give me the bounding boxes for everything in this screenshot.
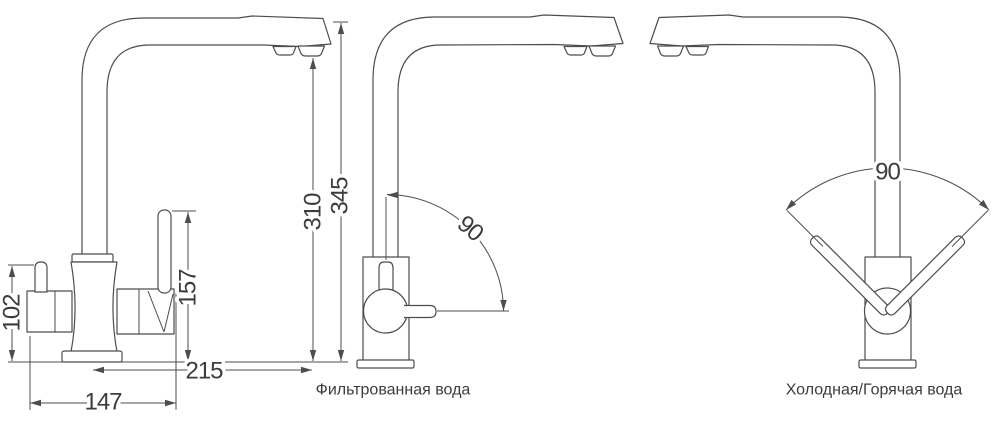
mixer-handle-rod — [157, 209, 172, 294]
filtered-view-label: Фильтрованная вода — [316, 382, 471, 399]
dim-215-label: 215 — [185, 358, 223, 385]
dim-215-arrow-right — [301, 366, 312, 374]
aerator-bump-large — [588, 45, 617, 57]
spout-outline — [81, 15, 332, 259]
dim-147-arrow-left — [30, 399, 41, 407]
mixer-view-drawing: 90 Холодная/Горячая вода — [649, 14, 990, 402]
spout-outline — [649, 14, 901, 259]
spout-outline — [372, 14, 624, 259]
dim-345-arrow-up — [337, 23, 345, 34]
mixer-handle-right-position — [884, 235, 966, 316]
aerator-bump-small — [272, 45, 297, 56]
dim-310-arrow-up — [309, 58, 317, 69]
mixer-valve-detail-2 — [163, 293, 174, 333]
dim-147-label: 147 — [84, 389, 122, 416]
base-flange — [61, 350, 123, 363]
dim-157-label: 157 — [175, 269, 202, 307]
aerator-bump-small — [563, 45, 588, 56]
dim-102-arrow-down — [8, 350, 16, 361]
filter-lever-horizontal — [404, 304, 437, 319]
mixer-view-label: Холодная/Горячая вода — [786, 382, 963, 399]
dim-345-label: 345 — [327, 177, 354, 215]
filter-lever — [34, 261, 48, 293]
mixer-valve-detail-1 — [147, 290, 165, 333]
arc-arrow-right — [978, 199, 989, 210]
dim-345-arrow-down — [337, 350, 345, 361]
angle-90-label: 90 — [875, 159, 900, 186]
base-flange — [356, 359, 415, 369]
dim-102-label: 102 — [0, 294, 26, 332]
rotation-arc — [386, 194, 504, 312]
lever-pivot-circle — [362, 288, 409, 334]
side-view-dimensions: 102 147 157 215 310 — [0, 21, 357, 419]
extension-line-right — [951, 210, 989, 247]
arc-arrow-left — [786, 199, 797, 210]
aerator-bump-small — [685, 45, 710, 56]
dim-310-arrow-down — [309, 350, 317, 361]
filter-valve-block — [26, 290, 73, 333]
side-view-drawing — [26, 15, 332, 363]
dim-310-label: 310 — [300, 193, 327, 231]
base-flange — [858, 359, 917, 369]
dim-157-arrow-up — [184, 212, 192, 223]
arc-arrow-top — [387, 191, 398, 199]
rotation-arc — [785, 167, 990, 211]
filter-lever-vertical — [378, 261, 394, 297]
aerator-bump-large — [656, 45, 685, 57]
dim-157-arrow-down — [184, 350, 192, 361]
extension-line-left — [786, 210, 824, 247]
dim-102-arrow-up — [8, 266, 16, 277]
dim-215-arrow-left — [93, 366, 104, 374]
body-collar — [71, 253, 114, 263]
filtered-view-drawing: 90 Фильтрованная вода — [312, 14, 624, 402]
angle-90-label: 90 — [452, 210, 489, 247]
faucet-body — [70, 261, 118, 353]
mixer-valve-block — [116, 288, 175, 335]
arc-arrow-bottom — [500, 300, 507, 311]
dim-147-arrow-right — [165, 399, 176, 407]
aerator-bump-large — [297, 45, 326, 57]
